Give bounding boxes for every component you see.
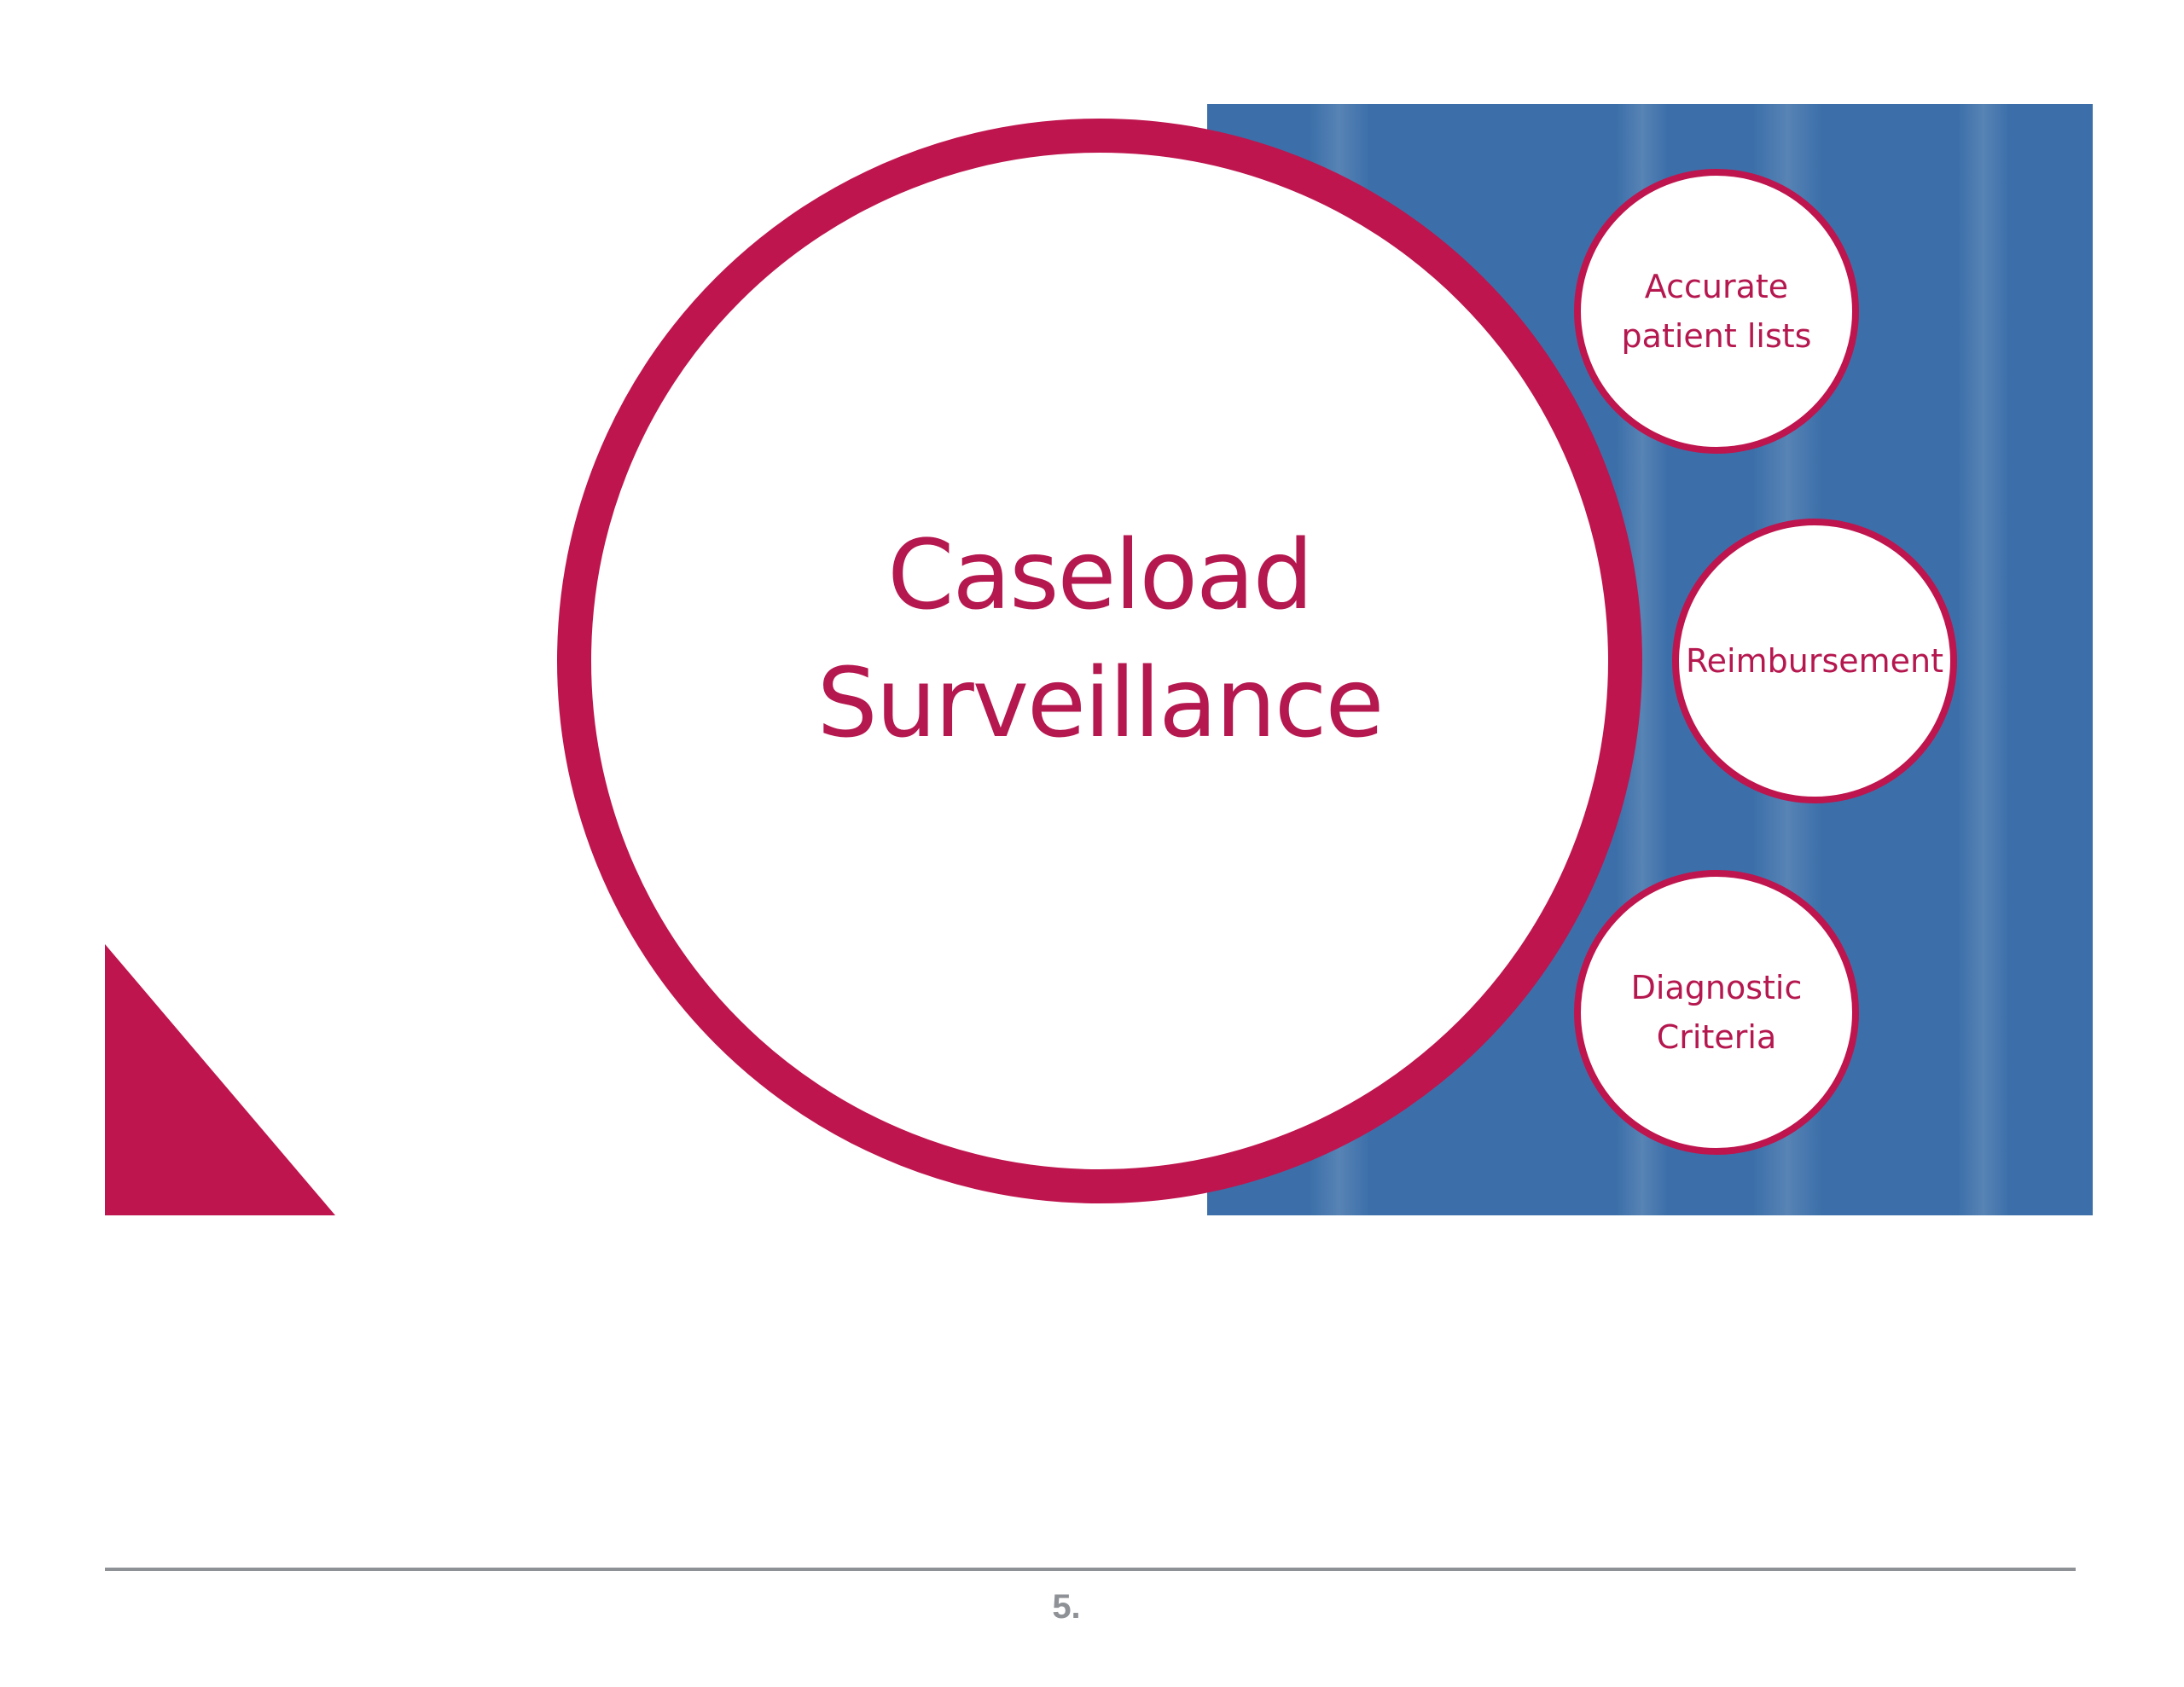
main-title-line1: Caseload [887,520,1313,631]
main-concept-title: Caseload Surveillance [557,512,1642,768]
magenta-triangle-decoration [105,944,335,1215]
satellite-label-line1: Diagnostic [1630,969,1803,1006]
satellite-label-line2: Criteria [1656,1018,1777,1056]
satellite-accurate-patient-lists: Accurate patient lists [1574,169,1859,454]
footer-divider [105,1568,2076,1571]
satellite-label-line2: patient lists [1621,317,1812,355]
satellite-diagnostic-criteria: Diagnostic Criteria [1574,870,1859,1155]
satellite-reimbursement: Reimbursement [1672,519,1957,803]
satellite-label-line1: Reimbursement [1685,642,1944,680]
main-title-line2: Surveillance [816,648,1385,759]
satellite-label-line1: Accurate [1644,268,1789,305]
page-number: 5. [1052,1588,1081,1626]
light-streak [1958,104,2009,1215]
